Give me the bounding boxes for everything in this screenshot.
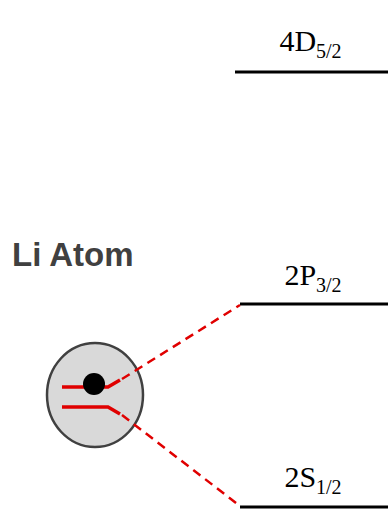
level-label: 2P3/2 (238, 258, 388, 292)
level-label: 4D5/2 (233, 24, 388, 58)
level-label: 2S1/2 (238, 460, 388, 494)
electron-dot (83, 373, 105, 395)
term-symbol: 2S (284, 460, 316, 493)
j-subscript: 5/2 (316, 40, 342, 62)
transition-dashed (122, 415, 240, 506)
transition-dashed (122, 305, 240, 379)
energy-level (235, 71, 388, 74)
atom-label: Li Atom (12, 236, 192, 274)
term-symbol: 4D (279, 24, 316, 57)
j-subscript: 3/2 (316, 274, 342, 296)
atom-icon (47, 343, 143, 447)
atom-level (62, 407, 120, 414)
energy-level (240, 303, 388, 306)
j-subscript: 1/2 (316, 476, 342, 498)
energy-level (240, 506, 388, 509)
term-symbol: 2P (284, 258, 316, 291)
